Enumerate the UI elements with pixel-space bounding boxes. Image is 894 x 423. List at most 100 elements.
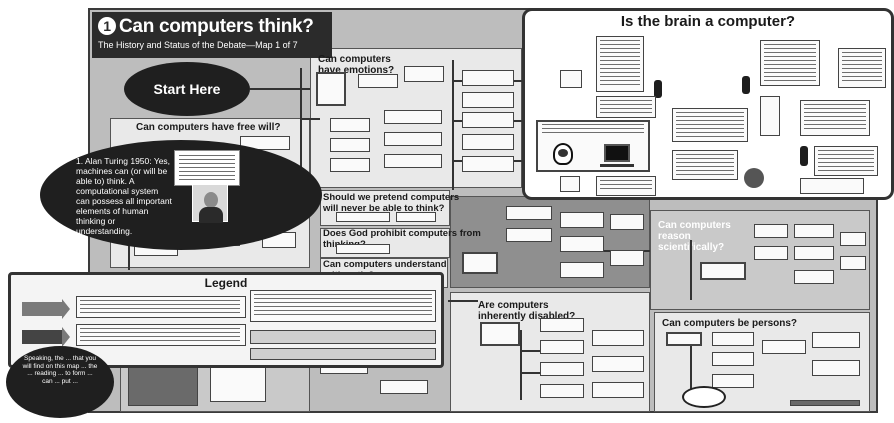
speaking-text: Speaking, the ... that you will find on … <box>22 355 98 385</box>
claim-box <box>700 262 746 280</box>
claim-box <box>462 156 514 172</box>
claim-box <box>592 382 644 398</box>
claim-box <box>560 176 580 192</box>
claim-box <box>794 224 834 238</box>
portrait-face <box>204 192 218 208</box>
claim-box <box>462 92 514 108</box>
legend-arrow-dispute <box>22 330 62 344</box>
start-here-bubble: Start Here <box>124 62 250 116</box>
turing-portrait <box>192 184 228 222</box>
page-subtitle: The History and Status of the Debate—Map… <box>98 40 326 50</box>
claim-text-lines <box>676 112 744 138</box>
claim-box <box>462 70 514 86</box>
claim-text-lines <box>600 180 652 192</box>
claim-box <box>840 232 866 246</box>
claim-box <box>712 374 754 388</box>
turing-quote-box <box>174 150 240 186</box>
legend-entry-box <box>250 348 436 360</box>
claim-box <box>540 362 584 376</box>
portrait-body <box>199 207 223 223</box>
claim-box <box>316 72 346 106</box>
claim-box <box>384 132 442 146</box>
claim-text-lines <box>764 44 816 82</box>
claim-box <box>336 244 390 254</box>
legend-title: Legend <box>8 276 444 290</box>
claim-box <box>812 360 860 376</box>
claim-box <box>380 380 428 394</box>
claim-text-lines <box>542 124 644 134</box>
neuron-network-icon <box>744 168 764 188</box>
connector-line <box>300 118 320 120</box>
claim-box <box>404 66 444 82</box>
claim-box <box>800 178 864 194</box>
claim-box <box>384 110 442 124</box>
claim-text-lines <box>842 52 882 84</box>
claim-box <box>358 74 398 88</box>
claim-box <box>396 212 436 222</box>
claim-box <box>560 212 604 228</box>
claim-box <box>560 262 604 278</box>
legend-entry-text <box>254 294 432 316</box>
connector-line <box>520 330 522 400</box>
claim-box <box>840 256 866 270</box>
question-persons: Can computers be persons? <box>662 318 862 329</box>
computer-monitor-icon <box>604 144 630 162</box>
map-number: 1 <box>98 17 116 35</box>
claim-box <box>712 332 754 346</box>
claim-box <box>812 332 860 348</box>
question-free-will: Can computers have free will? <box>136 122 306 133</box>
question-reason: Can computers reason scientifically? <box>658 220 744 253</box>
claim-box <box>762 340 806 354</box>
claim-text-lines <box>600 100 652 114</box>
claim-box <box>540 384 584 398</box>
legend-entry-text <box>80 300 240 314</box>
person-pointing-icon <box>742 76 750 94</box>
quote-text-lines <box>179 155 235 181</box>
claim-box <box>560 236 604 252</box>
legend-entry-text <box>80 328 240 342</box>
claim-box <box>462 252 498 274</box>
claim-box <box>462 134 514 150</box>
connector-line <box>448 300 478 302</box>
claim-text-lines <box>818 150 874 172</box>
claim-box <box>592 330 644 346</box>
claim-box <box>506 228 552 242</box>
conclusion-oval <box>682 386 726 408</box>
claim-box <box>592 356 644 372</box>
claim-box <box>754 224 788 238</box>
claim-box <box>610 214 644 230</box>
claim-box <box>330 158 370 172</box>
claim-box <box>666 332 702 346</box>
claim-box <box>794 270 834 284</box>
legend-arrow-support <box>22 302 62 316</box>
claim-box <box>506 206 552 220</box>
claim-box <box>330 138 370 152</box>
scale-bar <box>790 400 860 406</box>
claim-text-lines <box>600 40 640 88</box>
photo-thumbnail <box>128 362 198 406</box>
claim-box <box>760 96 780 136</box>
claim-text-lines <box>676 154 734 176</box>
claim-box <box>330 118 370 132</box>
claim-box <box>336 212 390 222</box>
legend-entry-box <box>250 330 436 344</box>
callout-title: Is the brain a computer? <box>522 13 894 30</box>
claim-box <box>712 352 754 366</box>
claim-box <box>610 250 644 266</box>
title-text: Can computers think? <box>119 16 314 37</box>
photo-thumbnail <box>210 362 266 402</box>
turing-claim-text: 1. Alan Turing 1950: Yes, machines can (… <box>76 156 172 236</box>
person-standing-icon <box>800 146 808 166</box>
claim-text-lines <box>804 104 866 132</box>
claim-box <box>540 340 584 354</box>
head-brain-icon <box>553 143 573 165</box>
claim-box <box>754 246 788 260</box>
claim-box <box>560 70 582 88</box>
computer-keyboard-icon <box>600 164 634 167</box>
question-pretend: Should we pretend computers will never b… <box>323 192 471 214</box>
connector-line <box>690 240 692 300</box>
claim-box <box>794 246 834 260</box>
claim-box <box>462 112 514 128</box>
